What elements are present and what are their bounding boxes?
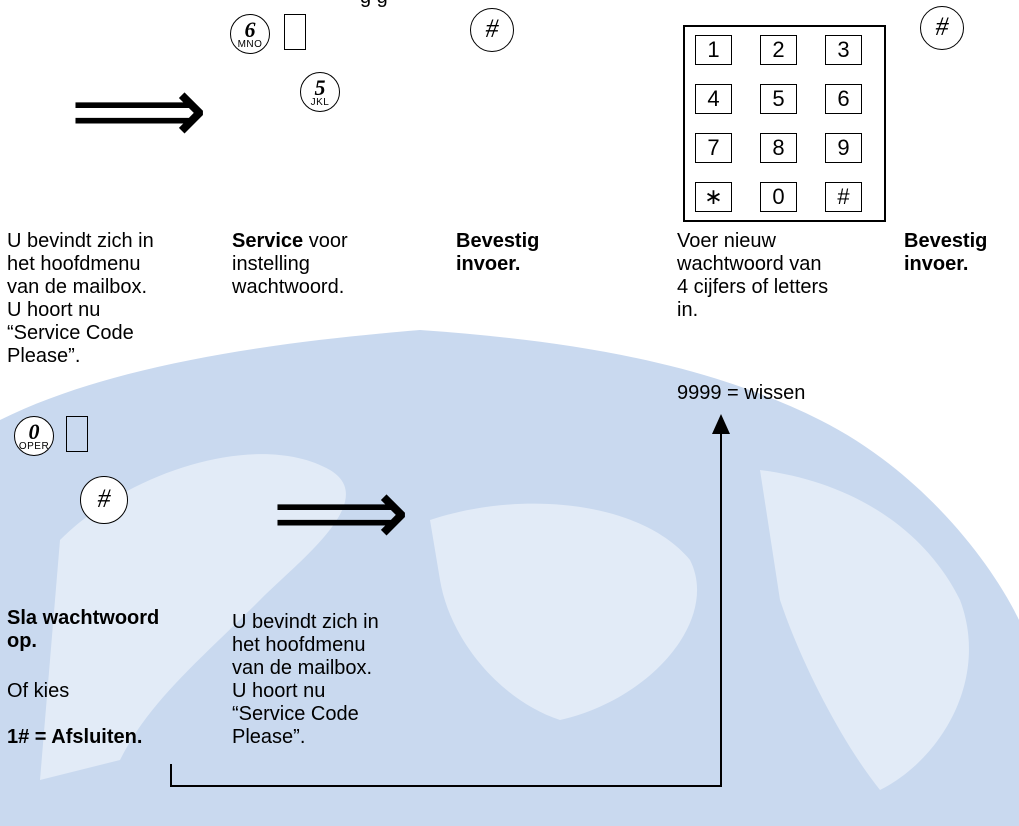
step-2-rest: voor instelling wachtwoord. xyxy=(232,230,348,298)
step-4-text: Voer nieuw wachtwoord van 4 cijfers of l… xyxy=(677,230,829,321)
keypad-key-0: 0 xyxy=(760,182,797,212)
key-0-number: 0 xyxy=(28,419,40,444)
globe-watermark-continent xyxy=(40,454,346,780)
flow-line-left xyxy=(170,764,172,786)
step-4-note: 9999 = wissen xyxy=(677,382,806,404)
keypad-key-2: 2 xyxy=(760,35,797,65)
key-6-letters: MNO xyxy=(237,39,263,50)
arrow-right-icon: ⟹ xyxy=(70,54,208,166)
step-6-text: Sla wachtwoord op. xyxy=(7,607,160,652)
hash-key-icon-3: # xyxy=(80,476,128,524)
flow-line-bottom xyxy=(170,785,722,787)
step-2-bold: Service xyxy=(232,230,304,252)
key-5-number: 5 xyxy=(314,75,326,100)
key-6-number: 6 xyxy=(244,17,256,42)
keypad-key-3: 3 xyxy=(825,35,862,65)
step-6-or: Of kies xyxy=(7,680,70,702)
hash-key-icon: # xyxy=(470,8,514,52)
keypad-key-9: 9 xyxy=(825,133,862,163)
keypad-key-5: 5 xyxy=(760,84,797,114)
input-cursor-box xyxy=(284,14,306,50)
key-5-icon: 5 JKL xyxy=(300,72,340,112)
keypad-key-7: 7 xyxy=(695,133,732,163)
keypad-key-8: 8 xyxy=(760,133,797,163)
flow-line-right xyxy=(720,430,722,787)
key-0-letters: OPER xyxy=(18,441,50,452)
globe-watermark-continent-2 xyxy=(430,503,698,720)
step-7-text: U bevindt zich in het hoofdmenu van de m… xyxy=(232,611,379,748)
input-cursor-box-2 xyxy=(66,416,88,452)
keypad-key-4: 4 xyxy=(695,84,732,114)
keypad-key-6: 6 xyxy=(825,84,862,114)
globe-watermark-continent-3 xyxy=(760,470,969,790)
step-2-text: Service voor instelling wachtwoord. xyxy=(232,230,348,299)
step-5-text: Bevestig invoer. xyxy=(904,230,988,275)
header-fragment: g g xyxy=(360,0,388,9)
flow-arrowhead-icon xyxy=(712,414,730,434)
key-6-icon: 6 MNO xyxy=(230,14,270,54)
keypad-key-hash: # xyxy=(825,182,862,212)
step-1-text: U bevindt zich in het hoofdmenu van de m… xyxy=(7,230,154,367)
step-3-text: Bevestig invoer. xyxy=(456,230,540,275)
step-6-exit: 1# = Afsluiten. xyxy=(7,726,143,748)
key-5-letters: JKL xyxy=(310,97,330,108)
arrow-right-icon-2: ⟹ xyxy=(272,456,410,568)
key-0-icon: 0 OPER xyxy=(14,416,54,456)
keypad-key-1: 1 xyxy=(695,35,732,65)
hash-key-icon-2: # xyxy=(920,6,964,50)
keypad-icon: 1 2 3 4 5 6 7 8 9 ∗ 0 # xyxy=(683,25,886,222)
keypad-key-star: ∗ xyxy=(695,182,732,212)
